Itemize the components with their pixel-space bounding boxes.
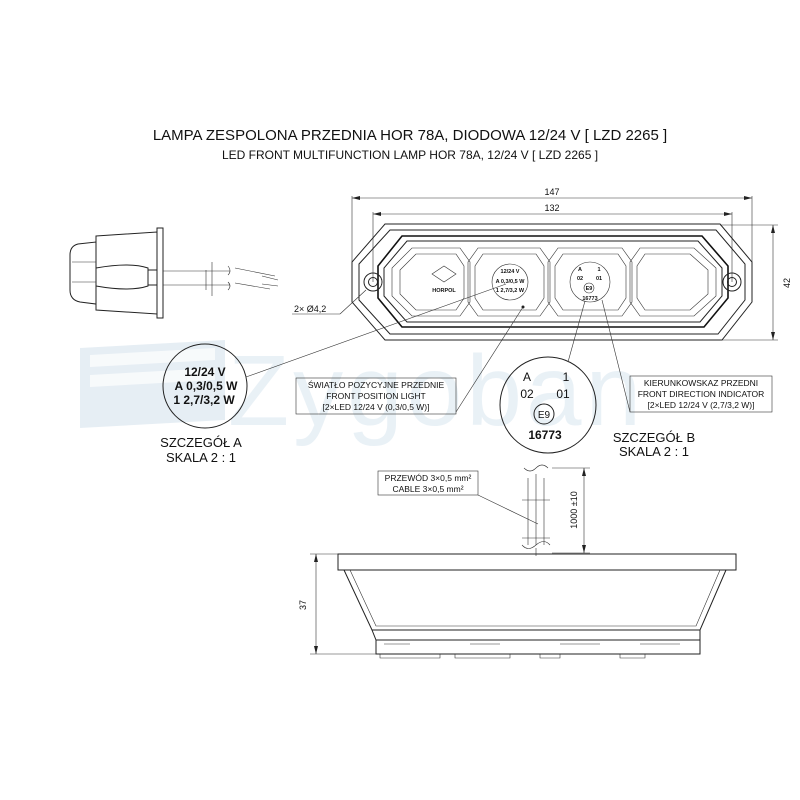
- lamp-marking-b-01: 01: [596, 276, 602, 282]
- cable-pl: PRZEWÓD 3×0,5 mm²: [385, 473, 472, 483]
- lamp-marking-a: [491, 263, 529, 301]
- detail-b: A 1 02 01 E9 16773 SZCZEGÓŁ B SKALA 2 : …: [499, 300, 695, 459]
- lamp-marking-b-02: 02: [577, 276, 583, 282]
- lamp-marking-b: [569, 261, 611, 303]
- lamp-marking-b-e9: E9: [586, 286, 593, 292]
- detail-a-voltage: 12/24 V: [184, 365, 225, 379]
- detail-a-line-1: 1 2,7/3,2 W: [173, 393, 235, 407]
- title-english: LED FRONT MULTIFUNCTION LAMP HOR 78A, 12…: [222, 148, 598, 162]
- detail-a-scale: SKALA 2 : 1: [166, 450, 236, 465]
- dim-depth: 37: [298, 600, 308, 610]
- dim-height: 42: [782, 278, 792, 288]
- dim-cable-length: 1000 ±10: [569, 491, 579, 528]
- lamp-marking-line-a: A 0,3/0,5 W: [496, 279, 526, 285]
- callout-cable: PRZEWÓD 3×0,5 mm² CABLE 3×0,5 mm²: [377, 470, 539, 525]
- dim-hole-callout: 2× Ø4,2: [294, 304, 326, 314]
- position-light-en: FRONT POSITION LIGHT: [326, 391, 426, 401]
- dim-overall-width: 147: [544, 187, 559, 197]
- dim-hole-spacing: 132: [544, 203, 559, 213]
- detail-b-approval: 16773: [528, 428, 562, 442]
- cable-en: CABLE 3×0,5 mm²: [392, 484, 463, 494]
- detail-a-line-a: A 0,3/0,5 W: [175, 379, 239, 393]
- detail-a-circle: [162, 343, 248, 429]
- detail-b-a: A: [523, 370, 531, 384]
- horpol-logo-text: HORPOL: [432, 288, 456, 294]
- callout-position-light: ŚWIATŁO POZYCYJNE PRZEDNIE FRONT POSITIO…: [295, 305, 525, 415]
- detail-b-name: SZCZEGÓŁ B: [613, 430, 695, 445]
- watermark-text: Zygoban: [228, 335, 645, 447]
- watermark-logo-block: [80, 340, 225, 428]
- watermark: Zygoban: [80, 335, 645, 447]
- lamp-marking-b-a: A: [578, 267, 582, 273]
- lamp-marking-b-approval: 16773: [582, 296, 597, 302]
- lamp-marking-voltage: 12/24 V: [501, 269, 520, 275]
- lamp-front-view: 147 132 42: [292, 187, 792, 341]
- callout-direction-indicator: KIERUNKOWSKAZ PRZEDNI FRONT DIRECTION IN…: [601, 299, 773, 413]
- horpol-logo: [431, 265, 457, 283]
- detail-b-one: 1: [563, 370, 570, 384]
- detail-a: 12/24 V A 0,3/0,5 W 1 2,7/3,2 W SZCZEGÓŁ…: [160, 283, 507, 465]
- direction-indicator-en: FRONT DIRECTION INDICATOR: [638, 389, 765, 399]
- detail-a-name: SZCZEGÓŁ A: [160, 435, 242, 450]
- lamp-marking-b-1: 1: [597, 267, 600, 273]
- e9-approval-mark: [533, 403, 555, 425]
- position-light-pl: ŚWIATŁO POZYCYJNE PRZEDNIE: [308, 379, 445, 390]
- detail-b-e9: E9: [538, 410, 551, 421]
- lamp-marking-line-1: 1 2,7/3,2 W: [496, 288, 525, 294]
- detail-b-circle: [499, 356, 597, 454]
- detail-b-02: 02: [520, 387, 534, 401]
- detail-b-01: 01: [556, 387, 570, 401]
- title-polish: LAMPA ZESPOLONA PRZEDNIA HOR 78A, DIODOW…: [153, 127, 667, 144]
- side-view: [69, 227, 279, 319]
- direction-indicator-spec: [2×LED 12/24 V (2,7/3,2 W)]: [647, 400, 754, 410]
- lamp-profile-view: 1000 ±10 37: [298, 464, 737, 659]
- detail-b-scale: SKALA 2 : 1: [619, 444, 689, 459]
- direction-indicator-pl: KIERUNKOWSKAZ PRZEDNI: [644, 378, 758, 388]
- position-light-spec: [2×LED 12/24 V (0,3/0,5 W)]: [322, 402, 429, 412]
